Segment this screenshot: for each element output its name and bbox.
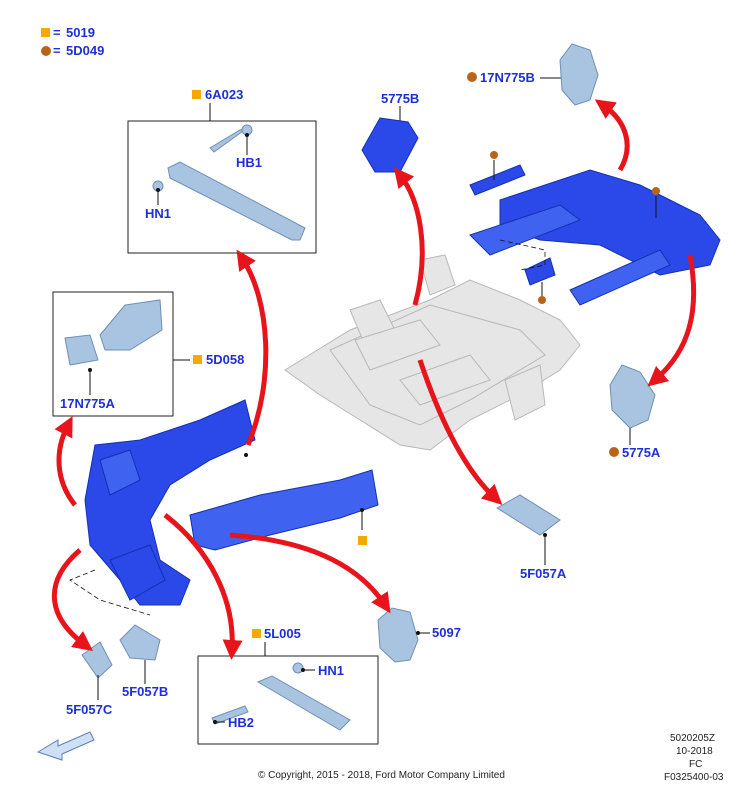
label-HN1-top: HN1: [145, 206, 171, 221]
label-6A023: 6A023: [205, 87, 243, 102]
marker-square-6A023: [192, 90, 201, 99]
label-5775A: 5775A: [622, 445, 661, 460]
vehicle-frame: [284, 254, 581, 451]
legend-circle-value: 5D049: [66, 43, 104, 58]
part-5F057C: 5F057C: [66, 641, 113, 717]
marker-square-5D058: [193, 355, 202, 364]
direction-arrow: [36, 731, 95, 761]
legend-equals-2: =: [53, 43, 61, 58]
legend-circle-marker: [41, 46, 51, 56]
legend-square-marker: [41, 28, 50, 37]
front-frame-assembly: [69, 399, 379, 616]
detail-box-5L005: 5L005 HN1 HB2: [197, 626, 379, 745]
label-5F057B: 5F057B: [122, 684, 168, 699]
label-5775B: 5775B: [381, 91, 419, 106]
label-5L005: 5L005: [264, 626, 301, 641]
detail-box-5D058: 5D058 17N775A: [52, 291, 244, 417]
detail-box-6A023: 6A023 HB1 HN1: [127, 87, 317, 254]
part-5775A: 5775A: [609, 364, 661, 460]
footer-region: FC: [689, 759, 702, 770]
part-5775B: 5775B: [361, 91, 419, 173]
label-5F057A: 5F057A: [520, 566, 567, 581]
copyright: © Copyright, 2015 - 2018, Ford Motor Com…: [258, 770, 505, 781]
label-HN1-bottom: HN1: [318, 663, 344, 678]
label-5D058: 5D058: [206, 352, 244, 367]
label-17N775A: 17N775A: [60, 396, 116, 411]
callout-arrows: [51, 99, 697, 660]
label-5097: 5097: [432, 625, 461, 640]
label-HB1: HB1: [236, 155, 262, 170]
label-17N775B: 17N775B: [480, 70, 535, 85]
legend-square-value: 5019: [66, 25, 95, 40]
legend-equals-1: =: [53, 25, 61, 40]
footer: 5020205Z 10-2018 FC F0325400-03 © Copyri…: [258, 733, 724, 783]
marker-circle-5775A: [609, 447, 619, 457]
rear-crossmember-assembly: [469, 151, 721, 306]
part-17N775B: 17N775B: [467, 43, 599, 106]
footer-ref: F0325400-03: [664, 772, 724, 783]
marker-square-5L005: [252, 629, 261, 638]
marker-circle-17N775B: [467, 72, 477, 82]
part-5F057B: 5F057B: [119, 624, 168, 699]
footer-date: 10-2018: [676, 746, 713, 757]
legend: = 5019 = 5D049: [41, 25, 104, 58]
marker-square-frame: [358, 536, 367, 545]
footer-code: 5020205Z: [670, 733, 715, 744]
label-5F057C: 5F057C: [66, 702, 113, 717]
part-5097: 5097: [377, 607, 461, 663]
label-HB2: HB2: [228, 715, 254, 730]
part-5F057A: 5F057A: [496, 494, 567, 581]
